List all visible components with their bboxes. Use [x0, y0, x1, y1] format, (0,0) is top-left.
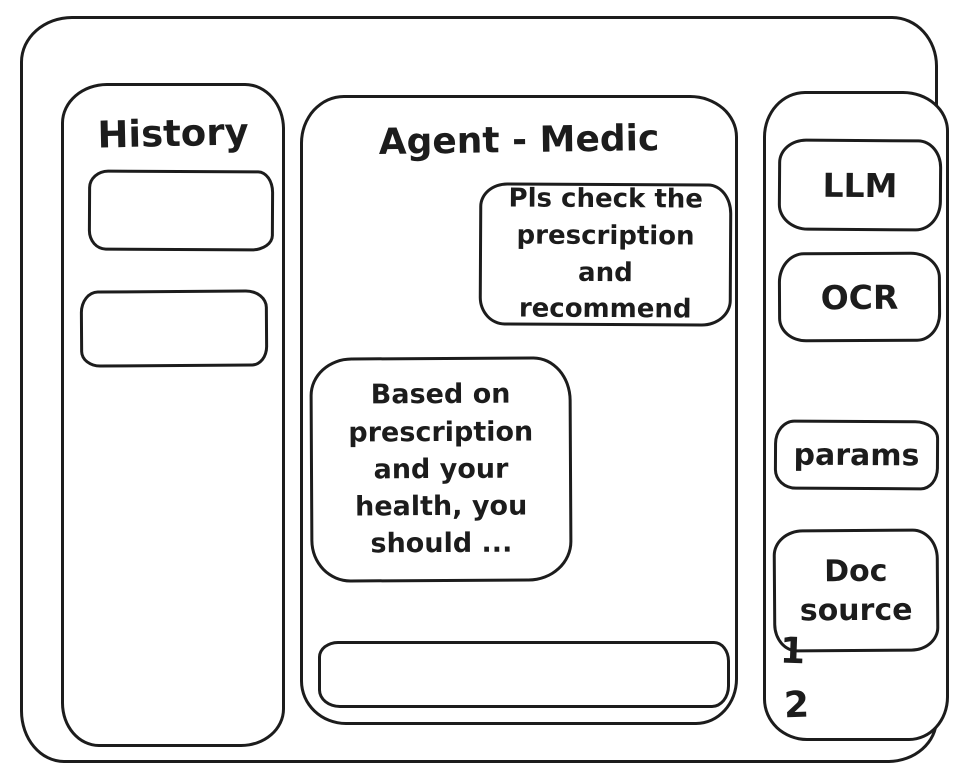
- ocr-button[interactable]: OCR: [777, 251, 942, 343]
- tools-sidebar: LLM OCR params Doc source 1 2: [763, 91, 949, 741]
- user-message-bubble: Pls check the prescription and recommend: [478, 182, 733, 327]
- agent-message-bubble: Based on prescription and your health, y…: [309, 356, 573, 583]
- agent-message-text: Based on prescription and your health, y…: [348, 379, 534, 560]
- llm-button[interactable]: LLM: [777, 138, 943, 232]
- params-button[interactable]: params: [773, 419, 940, 491]
- history-item-2[interactable]: [79, 289, 269, 368]
- doc-source-item-2[interactable]: 2: [783, 684, 810, 727]
- history-item-1[interactable]: [87, 169, 275, 252]
- chat-message-input[interactable]: [318, 641, 730, 708]
- chat-title: Agent - Medic: [378, 118, 660, 163]
- app-window-frame: History Agent - Medic Pls check the pres…: [20, 16, 949, 763]
- user-message-text: Pls check the prescription and recommend: [508, 183, 704, 325]
- doc-source-item-1[interactable]: 1: [779, 630, 806, 673]
- history-sidebar: History: [61, 83, 285, 747]
- history-title: History: [96, 110, 250, 157]
- chat-panel: Agent - Medic Pls check the prescription…: [300, 95, 738, 725]
